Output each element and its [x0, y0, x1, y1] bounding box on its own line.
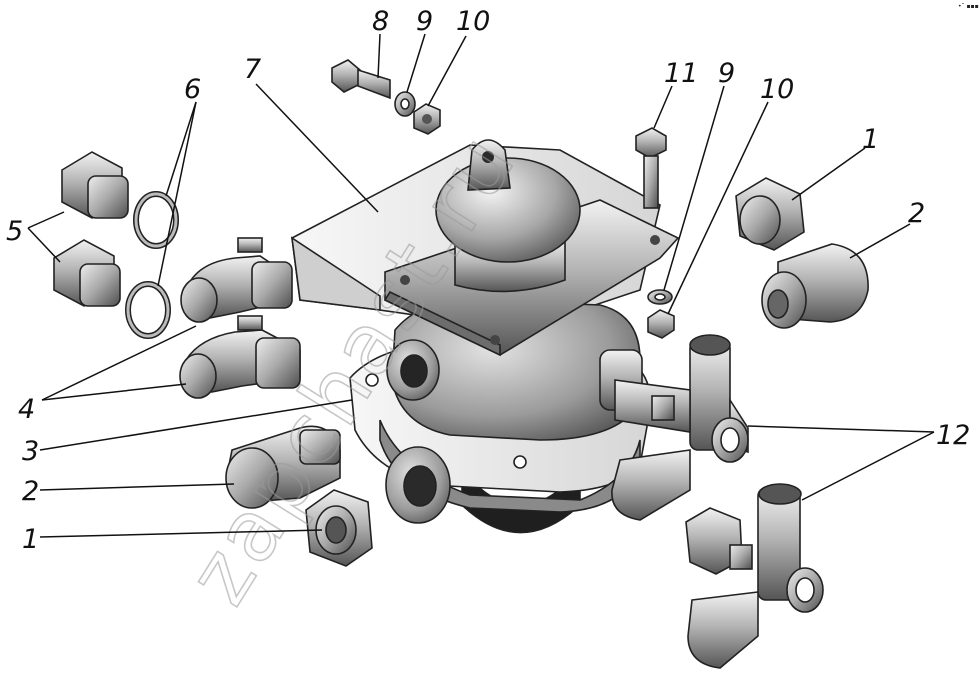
callout-12: 12 [936, 420, 970, 451]
part-6-gasket-upper [133, 191, 179, 249]
part-12-tee-lower [685, 483, 824, 669]
leader-7 [255, 83, 379, 213]
part-2-union-left [225, 425, 341, 509]
leader-12b [801, 431, 935, 501]
callout-4: 4 [18, 394, 35, 425]
part-9-washer-right [647, 289, 673, 305]
leader-2-right [849, 223, 911, 259]
part-1-nut-right [735, 177, 805, 251]
leader-8 [377, 33, 381, 79]
leader-6b [157, 101, 197, 287]
leader-4b [41, 383, 187, 401]
part-4-elbow-lower [179, 315, 301, 399]
leader-6a [165, 101, 197, 197]
leader-2-left [39, 483, 235, 491]
part-2-union-right [761, 243, 869, 329]
leader-11 [653, 85, 673, 129]
leader-10-right [667, 101, 769, 315]
callout-10-right: 10 [760, 74, 794, 105]
leader-5a [27, 211, 65, 229]
callout-2-right: 2 [908, 198, 925, 229]
part-5-plug-lower [53, 239, 121, 307]
callout-3: 3 [22, 436, 39, 467]
callout-11: 11 [664, 58, 698, 89]
callout-1-left: 1 [22, 524, 39, 555]
callout-labels: 1 2 1 2 3 4 5 6 7 8 9 10 11 9 10 12 [6, 6, 970, 555]
leader-9-top [406, 33, 426, 93]
callout-7: 7 [244, 54, 261, 85]
corner-mark: •˘ ▪▪▪ [958, 3, 979, 10]
part-12-tee-upper [611, 334, 749, 521]
part-6-gasket-lower [125, 281, 171, 339]
part-5-plug-upper [61, 151, 129, 219]
leader-12a [747, 425, 935, 433]
part-10-nut-right [647, 309, 675, 339]
part-4-elbow-upper [180, 237, 293, 323]
callout-5: 5 [6, 216, 23, 247]
leader-10-top [427, 35, 467, 107]
leader-9-right [663, 85, 725, 291]
leader-1-right [791, 147, 866, 201]
leader-5b [27, 227, 61, 263]
leader-lines [27, 33, 935, 538]
callout-2-left: 2 [22, 476, 39, 507]
callout-9-top: 9 [416, 6, 433, 37]
part-8-bolt [331, 59, 391, 100]
callout-6: 6 [184, 74, 201, 105]
callout-10-top: 10 [456, 6, 490, 37]
part-10-nut-top [413, 103, 441, 135]
callout-9-right: 9 [718, 58, 735, 89]
part-9-washer-top [394, 91, 416, 117]
callout-1-right: 1 [862, 124, 879, 155]
leader-4a [41, 325, 197, 401]
callout-8: 8 [372, 6, 389, 37]
part-11-bolt [635, 127, 667, 209]
leader-1-left [39, 529, 323, 538]
leader-3 [39, 399, 353, 451]
